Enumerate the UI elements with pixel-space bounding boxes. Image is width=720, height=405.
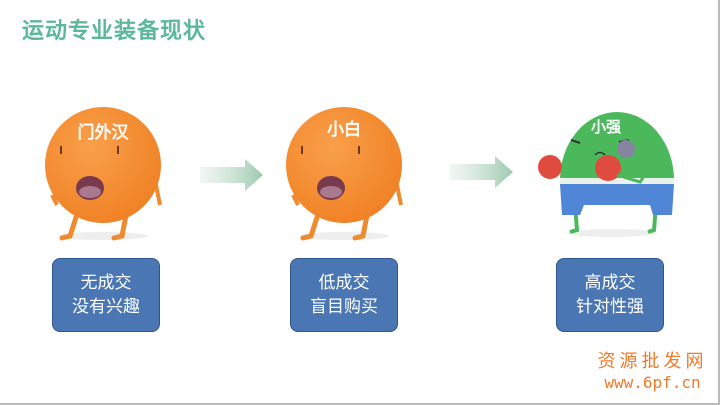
watermark-text: 资源批发网 bbox=[597, 351, 708, 372]
stage-line1: 无成交 bbox=[80, 273, 132, 293]
character-novice bbox=[286, 107, 403, 241]
stage-box-outsider: 无成交 没有兴趣 bbox=[52, 258, 160, 332]
character-outsider bbox=[45, 107, 162, 241]
stage-name-novice: 小白 bbox=[327, 120, 361, 140]
stage-name-outsider: 门外汉 bbox=[77, 123, 129, 143]
stage-box-strong: 高成交 针对性强 bbox=[556, 258, 664, 332]
slide-border bbox=[718, 0, 720, 405]
stage-name-strong: 小强 bbox=[590, 118, 621, 136]
arrow-right-icon bbox=[450, 156, 513, 188]
stage-line2: 盲目购买 bbox=[310, 297, 378, 317]
character-strong bbox=[538, 112, 674, 237]
stage-line2: 针对性强 bbox=[576, 297, 644, 317]
watermark-url: www.6pf.cn bbox=[604, 373, 701, 392]
stage-box-novice: 低成交 盲目购买 bbox=[290, 258, 398, 332]
slide-border bbox=[0, 403, 720, 405]
arrow-right-icon bbox=[200, 159, 263, 191]
stage-line2: 没有兴趣 bbox=[72, 297, 140, 317]
page-title: 运动专业装备现状 bbox=[22, 19, 207, 44]
stage-line1: 低成交 bbox=[318, 273, 370, 293]
stage-line1: 高成交 bbox=[584, 273, 636, 293]
